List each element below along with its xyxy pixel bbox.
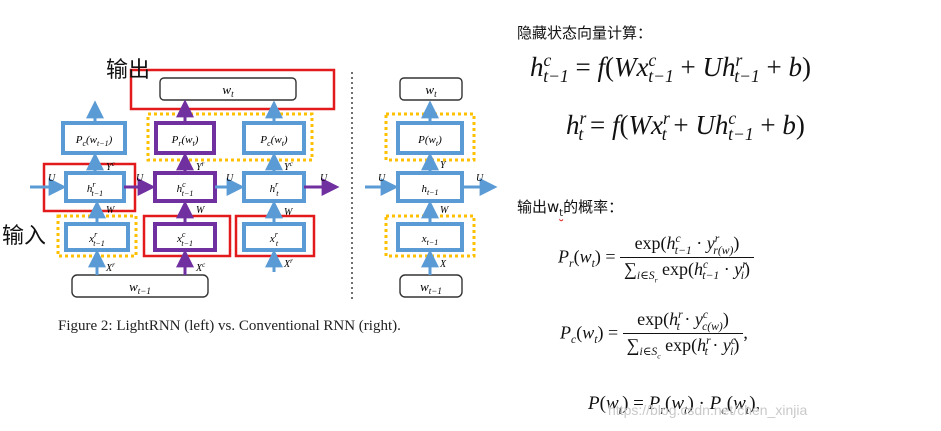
prob-box-pr-wt: Pr(wt): [154, 121, 216, 155]
output-label: 输出: [106, 58, 151, 83]
equation-hc: hct−1 = f(Wxct−1 + Uhrt−1 + b): [530, 50, 811, 87]
svg-text:U: U: [48, 173, 56, 184]
svg-text:U: U: [476, 173, 484, 184]
svg-text:U: U: [226, 173, 234, 184]
right-input-box: xt−1: [396, 222, 464, 252]
svg-text:W: W: [440, 205, 450, 216]
prob-box-pc-wt-1: Pc(wt−1): [61, 121, 127, 155]
right-input-wt-1-box: wt−1: [399, 274, 463, 298]
svg-text:W: W: [106, 205, 116, 216]
svg-text:wt: wt: [222, 82, 234, 99]
svg-text:wt: wt: [425, 82, 437, 99]
equation-pr: Pr(wt) = exp(hct−1 · yrr(w)) ∑i∈Sr exp(h…: [558, 232, 755, 285]
svg-text:P(wt): P(wt): [417, 134, 442, 148]
svg-text:Xr: Xr: [105, 261, 115, 274]
equation-p: P(wt) = Pr(wt) · Pc(wt),: [588, 393, 761, 417]
right-output-wt-box: wt: [399, 77, 463, 101]
svg-text:W: W: [284, 207, 294, 218]
figure-caption: Figure 2: LightRNN (left) vs. Convention…: [58, 318, 401, 334]
svg-text:Y: Y: [440, 160, 447, 171]
prob-title: 输出wt的概率：: [517, 198, 624, 219]
hidden-state-title: 隐藏状态向量计算：: [517, 24, 653, 42]
left-output-wt-box: wt: [159, 77, 297, 101]
svg-text:Xr: Xr: [283, 257, 293, 270]
svg-text:Yc: Yc: [284, 160, 294, 173]
svg-text:xrt: xrt: [269, 230, 279, 248]
left-edge-labels: U U U U Yc Yr Yc W W W Xr Xc Xr: [48, 160, 328, 274]
input-label: 输入: [2, 224, 47, 249]
left-arrows: [30, 99, 340, 275]
left-output-red-frame: [129, 68, 336, 111]
equation-hr: hrt = f(Wxrt + Uhct−1 + b): [566, 108, 805, 145]
right-edge-labels: U U Y W X: [378, 160, 484, 270]
svg-text:Yr: Yr: [196, 160, 205, 173]
svg-text:Pc(wt): Pc(wt): [259, 134, 288, 148]
svg-text:hrt: hrt: [270, 180, 280, 198]
right-arrows: [365, 100, 498, 275]
svg-text:Xc: Xc: [195, 261, 206, 274]
svg-text:Yc: Yc: [106, 160, 116, 173]
svg-text:W: W: [196, 205, 206, 216]
svg-text:U: U: [378, 173, 386, 184]
right-prob-box: P(wt): [396, 121, 464, 155]
svg-text:X: X: [439, 259, 447, 270]
right-hidden-box: ht−1: [396, 171, 464, 203]
svg-text:U: U: [136, 173, 144, 184]
svg-text:U: U: [320, 173, 328, 184]
left-input-wt-1-box: wt−1: [71, 274, 209, 298]
equation-pc: Pc(wt) = exp(hrt · ycc(w)) ∑i∈Sc exp(hrt…: [560, 308, 748, 361]
svg-text:Pr(wt): Pr(wt): [171, 134, 199, 148]
prob-dotted-group: [146, 112, 314, 162]
prob-box-pc-wt: Pc(wt): [242, 121, 306, 155]
watermark: https://blog.csdn.net/chen_xinjia: [608, 402, 808, 418]
